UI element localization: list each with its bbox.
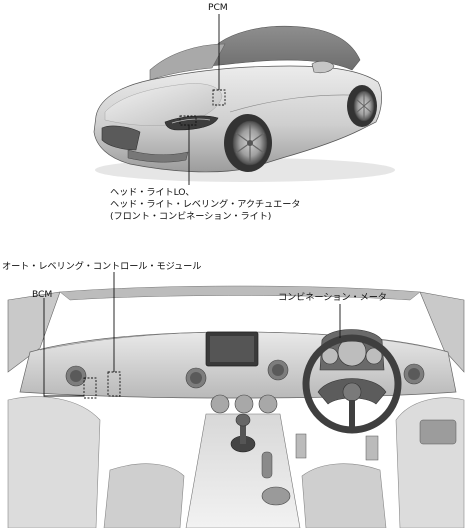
bcm-callout xyxy=(43,298,97,399)
headlight-label-line3: (フロント・コンビネーション・ライト) xyxy=(110,211,272,222)
headlight-label-line1: ヘッド・ライトLO、 xyxy=(110,187,195,198)
interior-illustration xyxy=(7,285,465,529)
headlight-label-line2: ヘッド・ライト・レベリング・アクチュエータ xyxy=(110,199,301,210)
pcm-label: PCM xyxy=(208,2,228,13)
headlight-callout xyxy=(179,115,197,185)
auto-leveling-module-label: オート・レベリング・コントロール・モジュール xyxy=(2,261,202,272)
auto-leveling-module-callout xyxy=(107,272,121,397)
bcm-label: BCM xyxy=(32,289,53,300)
car-illustration xyxy=(93,26,395,182)
combination-meter-label: コンビネーション・メータ xyxy=(278,292,387,303)
pcm-callout xyxy=(212,14,226,106)
